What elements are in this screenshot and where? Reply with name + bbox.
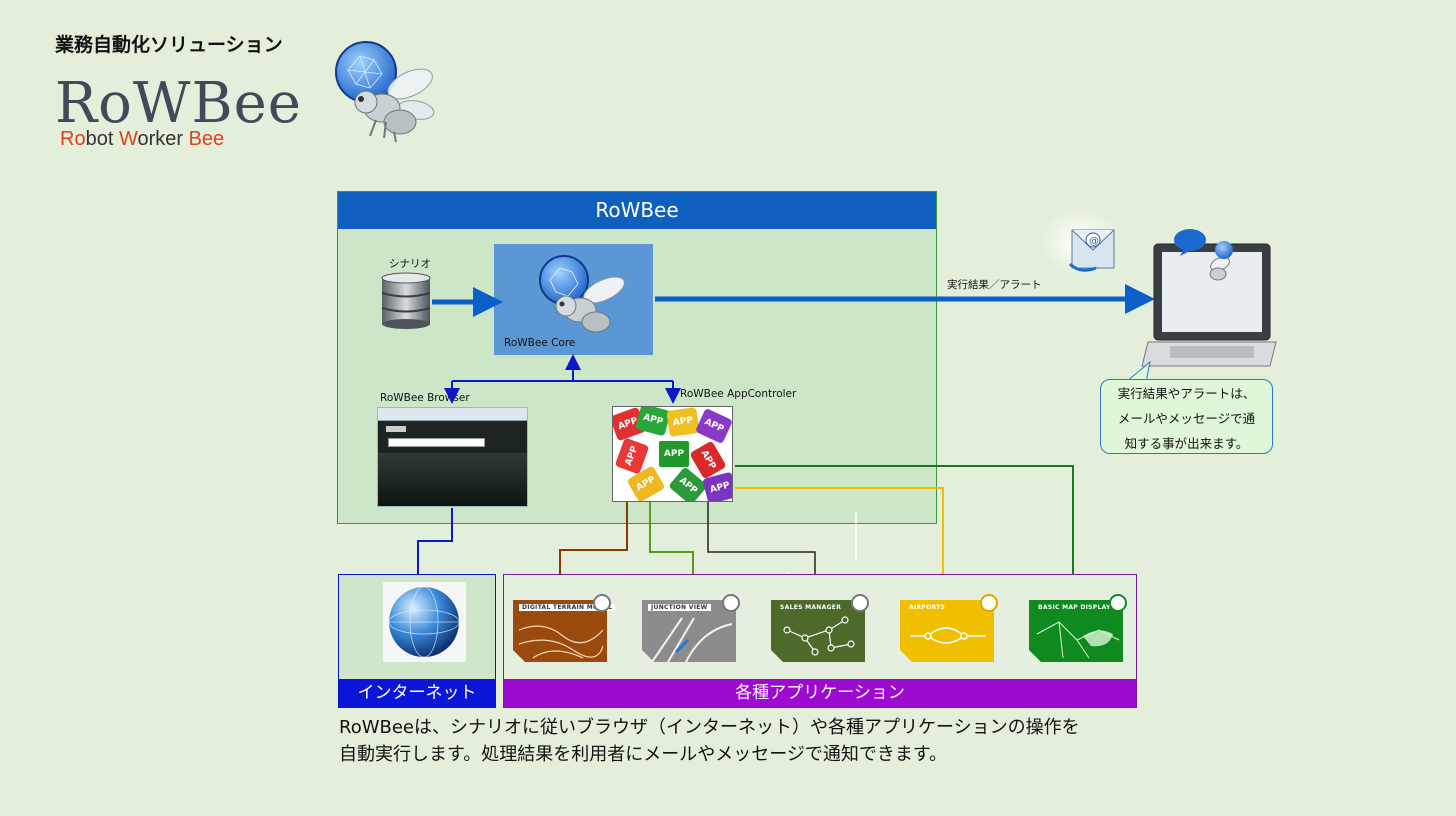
subtitle-part: Ro: [60, 128, 86, 150]
app-tile-label: DIGITAL TERRAIN MODEL: [519, 604, 616, 611]
brand-subtitle: Robot Worker Bee: [60, 128, 224, 151]
svg-text:@: @: [1089, 236, 1099, 247]
airport-map-icon: [900, 600, 994, 662]
database-icon: [381, 272, 431, 329]
browser-toolbar: [378, 408, 527, 421]
app-tile-status-icon: [722, 594, 740, 612]
tagline: 業務自動化ソリューション: [55, 34, 283, 56]
globe-icon: [388, 586, 460, 658]
subtitle-part: W: [118, 128, 138, 150]
app-tile-label: AIRPORTS: [906, 604, 949, 611]
internet-label: インターネット: [339, 679, 495, 707]
browser-search-box: [388, 438, 485, 447]
app-tile-airports: AIRPORTS: [900, 594, 998, 662]
app-tile-status-icon: [851, 594, 869, 612]
terrain-map-icon: [513, 600, 607, 662]
globe-background: [383, 582, 466, 662]
subtitle-part: bot: [85, 128, 119, 150]
appcontroller-label: RoWBee AppControler: [680, 388, 797, 400]
browser-screenshot: [377, 407, 528, 507]
description-line: 自動実行します。処理結果を利用者にメールやメッセージで通知できます。: [339, 744, 948, 765]
app-tile-status-icon: [980, 594, 998, 612]
app-tile-junction-view: JUNCTION VIEW: [642, 594, 740, 663]
brand-logo-text: RoWBee: [55, 71, 302, 136]
core-label: RoWBee Core: [504, 337, 576, 349]
rowbee-system-title: RoWBee: [338, 192, 936, 229]
app-tile-digital-terrain: DIGITAL TERRAIN MODEL: [513, 594, 616, 662]
result-alert-label: 実行結果／アラート: [947, 279, 1042, 291]
app-tile-status-icon: [1109, 594, 1127, 612]
notification-note: 実行結果やアラートは、 メールやメッセージで通 知する事が出来ます。: [1100, 379, 1273, 454]
description-line: RoWBeeは、シナリオに従いブラウザ（インターネット）や各種アプリケーションの…: [339, 717, 1080, 738]
browser-logo: [386, 426, 406, 432]
subtitle-part: orker: [137, 128, 189, 150]
app-tile-basic-map: BASIC MAP DISPLAY: [1029, 594, 1127, 662]
scenario-label: シナリオ: [389, 258, 431, 270]
basic-map-icon: [1029, 600, 1123, 662]
app-tile-status-icon: [593, 594, 611, 612]
laptop-icon: [1141, 229, 1277, 367]
browser-background: [378, 453, 527, 506]
applications-label: 各種アプリケーション: [504, 679, 1136, 707]
app-tile-label: SALES MANAGER: [777, 604, 845, 611]
junction-map-icon: [642, 600, 736, 663]
core-bee-icon: [539, 255, 625, 333]
app-collage: APP APP APP APP APP APP APP APP APP APP: [612, 406, 733, 502]
bee-logo-icon: [335, 41, 435, 143]
note-line: 知する事が出来ます。: [1124, 436, 1249, 451]
network-map-icon: [771, 600, 865, 662]
subtitle-part: Bee: [188, 128, 225, 150]
note-line: メールやメッセージで通: [1117, 411, 1256, 426]
app-tile-label: JUNCTION VIEW: [648, 604, 711, 611]
app-tile: APP: [657, 439, 691, 469]
app-tile-label: BASIC MAP DISPLAY: [1035, 604, 1114, 611]
note-line: 実行結果やアラートは、: [1117, 386, 1256, 401]
mail-icon: @: [1040, 208, 1120, 276]
description: RoWBeeは、シナリオに従いブラウザ（インターネット）や各種アプリケーションの…: [339, 714, 1080, 768]
app-tile-sales-manager: SALES MANAGER: [771, 594, 869, 662]
